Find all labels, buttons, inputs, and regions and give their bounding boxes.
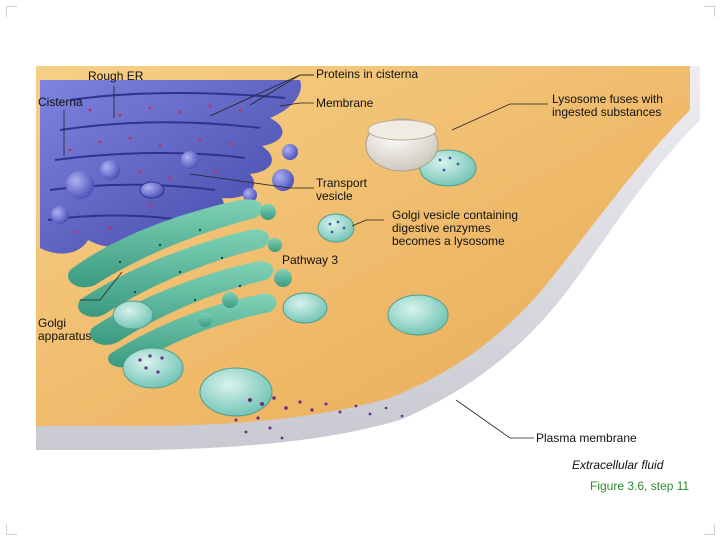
leader-lines <box>63 74 548 439</box>
label-transport-vesicle: Transport vesicle <box>316 177 367 203</box>
label-lysosome-fuses-line1: Lysosome fuses with <box>552 92 663 106</box>
figure-caption: Figure 3.6, step 11 <box>590 479 690 493</box>
label-golgi-vesicle-line1: Golgi vesicle containing <box>392 208 519 222</box>
label-transport-vesicle-line1: Transport <box>316 176 367 190</box>
vesicles <box>112 118 477 417</box>
frame-corner-bl <box>6 524 17 535</box>
label-pathway-3: Pathway 3 <box>282 253 339 267</box>
released-enzymes <box>234 396 404 440</box>
label-golgi-vesicle-line3: becomes a lysosome <box>392 234 505 248</box>
label-extracellular-fluid: Extracellular fluid <box>572 458 664 472</box>
label-membrane: Membrane <box>316 96 374 110</box>
frame-corner-br <box>704 524 715 535</box>
label-plasma-membrane: Plasma membrane <box>536 431 637 445</box>
frame-corner-tl <box>6 6 17 17</box>
label-transport-vesicle-line2: vesicle <box>316 189 353 203</box>
rough-er <box>40 80 301 254</box>
label-rough-er: Rough ER <box>88 69 144 83</box>
label-golgi-apparatus: Golgi apparatus <box>38 317 91 343</box>
label-cisterna: Cisterna <box>38 95 83 109</box>
label-golgi-apparatus-line1: Golgi <box>38 316 67 330</box>
label-golgi-vesicle: Golgi vesicle containing digestive enzym… <box>392 209 518 248</box>
label-lysosome-fuses: Lysosome fuses with ingested substances <box>552 93 663 119</box>
label-golgi-vesicle-line2: digestive enzymes <box>392 221 491 235</box>
label-golgi-apparatus-line2: apparatus <box>38 329 92 343</box>
label-lysosome-fuses-line2: ingested substances <box>552 105 662 119</box>
frame-corner-tr <box>704 6 715 17</box>
label-proteins-in-cisterna: Proteins in cisterna <box>316 67 419 81</box>
